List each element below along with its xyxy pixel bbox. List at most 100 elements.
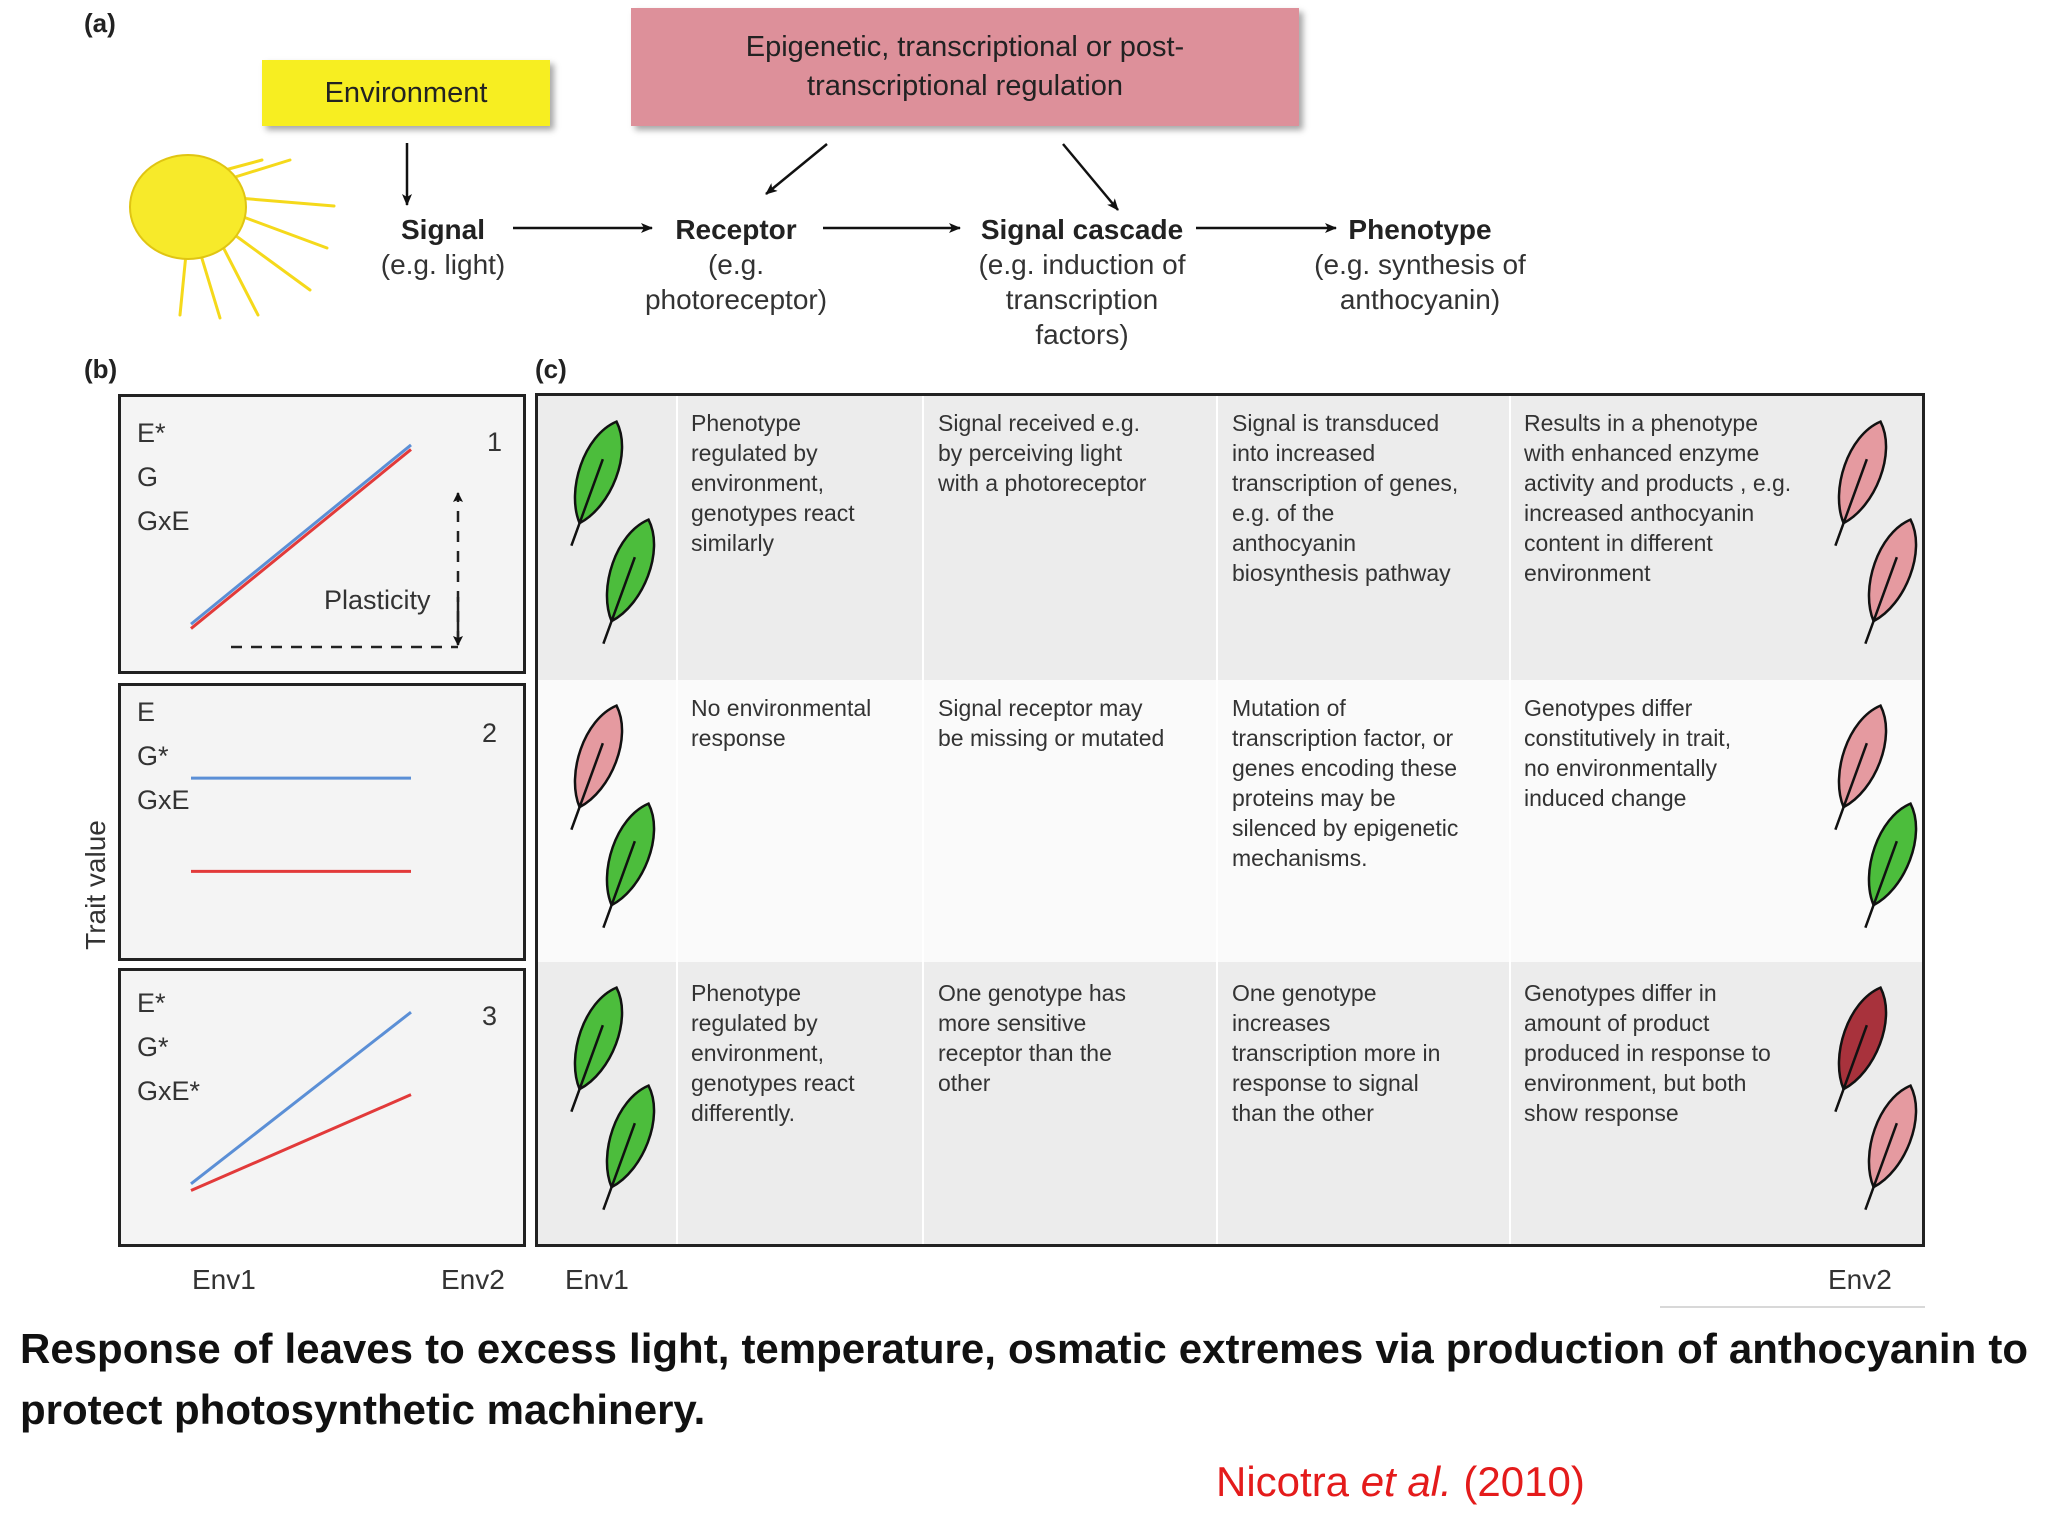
arrow-reg-to-cascade: [1062, 143, 1119, 211]
flow-title: Phenotype: [1348, 214, 1492, 245]
table-cell: No environmental response: [691, 693, 871, 753]
flow-node-signal: Signal (e.g. light): [343, 212, 543, 282]
plot-label: GxE: [137, 506, 190, 536]
cell-line: mechanisms.: [1232, 845, 1368, 871]
flow-line: transcription: [1005, 284, 1159, 315]
flow-title: Signal: [400, 214, 485, 245]
table-cell: One genotype has more sensitive receptor…: [938, 978, 1126, 1098]
cell-line: constitutively in trait,: [1524, 725, 1732, 751]
cell-line: than the other: [1232, 1100, 1374, 1126]
cell-line: e.g. of the: [1232, 500, 1335, 526]
flow-line: (e.g.: [707, 249, 765, 280]
reaction-norm-line-2: [190, 1093, 412, 1192]
flow-node-phenotype: Phenotype (e.g. synthesis of anthocyanin…: [1302, 212, 1538, 317]
table-cell: Signal receptor may be missing or mutate…: [938, 693, 1164, 753]
cell-line: activity and products , e.g.: [1524, 470, 1792, 496]
plot-lines-3: [190, 1010, 412, 1192]
column-divider: [922, 396, 924, 1244]
cell-line: Genotypes differ in: [1524, 980, 1717, 1006]
flow-line: factors): [1035, 319, 1129, 350]
cell-line: Phenotype: [691, 410, 801, 436]
plot-number: 2: [482, 718, 498, 748]
reaction-norm-line-1: [190, 443, 412, 626]
plot-label: E*: [137, 988, 166, 1018]
plot-lines-2: [191, 776, 411, 873]
reaction-norm-plot-1: E* G GxE 1 Plasticity: [118, 394, 526, 674]
regulation-line-2: transcriptional regulation: [807, 70, 1123, 102]
cell-line: transcription of genes,: [1232, 470, 1459, 496]
cell-line: environment,: [691, 1040, 824, 1066]
table-cell: Mutation of transcription factor, or gen…: [1232, 693, 1458, 873]
plot-label: G*: [137, 1032, 169, 1062]
regulation-box: Epigenetic, transcriptional or post- tra…: [631, 8, 1299, 126]
plot-label: G: [137, 462, 159, 492]
divider-line: [1660, 1306, 1925, 1308]
table-x-label-env1: Env1: [565, 1264, 629, 1295]
cell-line: amount of product: [1524, 1010, 1710, 1036]
table-cell: One genotype increases transcription mor…: [1232, 978, 1440, 1128]
y-axis-label: Trait value: [80, 820, 111, 950]
caption: Response of leaves to excess light, temp…: [20, 1325, 2028, 1433]
cell-line: increased anthocyanin: [1524, 500, 1755, 526]
table-cell: Phenotype regulated by environment, geno…: [691, 978, 855, 1128]
cell-line: more sensitive: [938, 1010, 1087, 1036]
flow-line: (e.g. induction of: [978, 249, 1186, 280]
leaf-icon: [570, 986, 624, 1113]
plasticity-label: Plasticity: [324, 585, 431, 615]
cell-line: response to signal: [1232, 1070, 1419, 1096]
leaf-icon: [1834, 704, 1888, 831]
flow-title: Signal cascade: [980, 214, 1184, 245]
plot-label: GxE: [137, 785, 190, 815]
leaf-icon: [1834, 420, 1888, 547]
cell-line: environment: [1524, 560, 1651, 586]
cell-line: Results in a phenotype: [1524, 410, 1758, 436]
leaf-icon: [602, 1084, 656, 1211]
flow-title: Receptor: [675, 214, 797, 245]
cell-line: Genotypes differ: [1524, 695, 1693, 721]
leaf-icon: [1834, 986, 1888, 1113]
plot-x-label-env1: Env1: [192, 1264, 256, 1295]
plot-x-label-env2: Env2: [441, 1264, 505, 1295]
plot-label: E: [137, 697, 156, 727]
cell-line: One genotype: [1232, 980, 1377, 1006]
cell-line: anthocyanin: [1232, 530, 1357, 556]
cell-line: Signal received e.g.: [938, 410, 1141, 436]
cell-line: Mutation of: [1232, 695, 1346, 721]
leaf-icon: [1864, 802, 1918, 929]
cell-line: proteins may be: [1232, 785, 1396, 811]
leaf-icon: [570, 704, 624, 831]
cell-line: increases: [1232, 1010, 1331, 1036]
plot-number: 3: [482, 1001, 498, 1031]
citation-etal: et al.: [1360, 1458, 1452, 1505]
cell-line: transcription factor, or: [1232, 725, 1454, 751]
leaf-icons: [570, 420, 1918, 1211]
phenotype-table: Phenotype regulated by environment, geno…: [535, 393, 1925, 1247]
cell-line: receptor than the: [938, 1040, 1112, 1066]
sun-icon: [129, 154, 336, 320]
table-cell: Signal is transduced into increased tran…: [1232, 408, 1458, 588]
leaf-icon: [570, 420, 624, 547]
leaf-icon: [1864, 518, 1918, 645]
reaction-norm-plot-3: E* G* GxE* 3: [118, 968, 526, 1247]
cell-line: response: [691, 725, 786, 751]
cell-line: no environmentally: [1524, 755, 1718, 781]
cell-line: other: [938, 1070, 991, 1096]
cell-line: genotypes react: [691, 500, 855, 526]
cell-line: environment,: [691, 470, 824, 496]
table-cell: Phenotype regulated by environment, geno…: [691, 408, 855, 558]
cell-line: be missing or mutated: [938, 725, 1165, 751]
cell-line: with enhanced enzyme: [1524, 440, 1760, 466]
panel-label-c: (c): [535, 354, 567, 384]
flow-line: anthocyanin): [1339, 284, 1501, 315]
flow-line: photoreceptor): [644, 284, 828, 315]
cell-line: Phenotype: [691, 980, 801, 1006]
plot-label: GxE*: [137, 1076, 201, 1106]
cell-line: produced in response to: [1524, 1040, 1771, 1066]
cell-line: into increased: [1232, 440, 1376, 466]
regulation-line-1: Epigenetic, transcriptional or post-: [745, 31, 1185, 63]
cell-line: silenced by epigenetic: [1232, 815, 1459, 841]
plot-lines-1: [190, 443, 463, 649]
table-cell: Results in a phenotype with enhanced enz…: [1524, 408, 1791, 588]
cell-line: by perceiving light: [938, 440, 1123, 466]
arrow-reg-to-receptor: [765, 143, 828, 195]
